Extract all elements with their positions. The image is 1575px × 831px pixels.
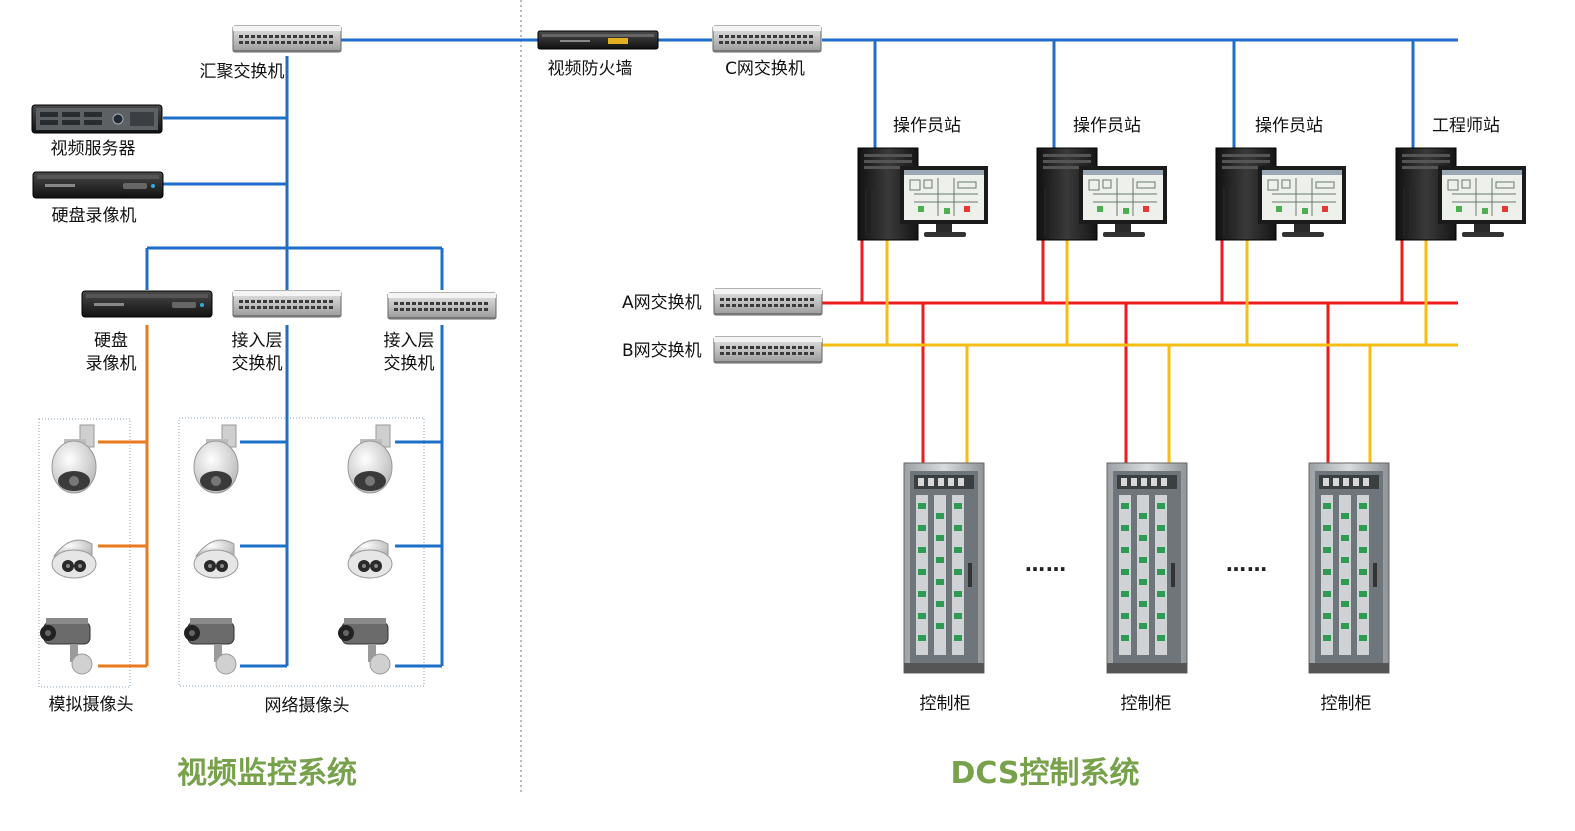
operator-station-1-label: 操作员站 <box>893 116 961 136</box>
access-switch-1-label-line1: 接入层 <box>231 331 283 351</box>
analog-camera-group-box <box>38 418 131 688</box>
operator-station-3-label: 操作员站 <box>1255 116 1323 136</box>
video-network-links <box>145 38 540 668</box>
engineer-station-icon <box>1395 147 1527 241</box>
video-system-title: 视频监控系统 <box>177 756 357 791</box>
nvr-left-label-line1: 硬盘 <box>94 331 128 351</box>
control-cabinet-1-icon <box>903 462 985 674</box>
network-turret-camera-2-icon <box>347 539 393 579</box>
network-turret-camera-1-icon <box>193 539 239 579</box>
video-server-icon <box>31 104 163 134</box>
network-dome-camera-1-icon <box>193 424 239 494</box>
control-cabinet-3-label: 控制柜 <box>1320 694 1372 714</box>
cabinet-ellipsis-2: …… <box>1226 552 1268 576</box>
operator-station-3-icon <box>1215 147 1347 241</box>
analog-dome-camera-icon <box>51 424 97 494</box>
operator-station-1-icon <box>857 147 989 241</box>
network-bullet-camera-1-icon <box>183 617 237 675</box>
access-switch-2-label-line1: 接入层 <box>383 331 435 351</box>
engineer-station-label: 工程师站 <box>1432 116 1500 136</box>
operator-station-2-icon <box>1036 147 1168 241</box>
nvr-left-label-line2: 录像机 <box>85 354 137 374</box>
analog-bullet-camera-icon <box>39 617 93 675</box>
video-firewall-icon <box>537 30 659 50</box>
control-cabinet-1-label: 控制柜 <box>919 694 971 714</box>
b-network-links <box>822 240 1458 466</box>
c-switch-icon <box>712 25 822 53</box>
network-camera-group-box <box>178 417 425 687</box>
a-switch-icon <box>713 288 823 316</box>
video-server-label: 视频服务器 <box>50 139 136 159</box>
nvr-top-label: 硬盘录像机 <box>51 206 137 226</box>
c-network-links <box>658 38 1458 148</box>
access-switch-1-icon <box>232 290 342 318</box>
b-switch-label: B网交换机 <box>622 341 702 361</box>
cabinet-ellipsis-1: …… <box>1025 552 1067 576</box>
control-cabinet-2-label: 控制柜 <box>1120 694 1172 714</box>
analog-camera-links <box>98 325 149 668</box>
access-switch-1-label-line2: 交换机 <box>231 354 283 374</box>
aggregation-switch-icon <box>232 25 342 53</box>
control-cabinet-3-icon <box>1308 462 1390 674</box>
control-cabinet-2-icon <box>1106 462 1188 674</box>
a-network-links <box>822 240 1458 466</box>
network-cameras-label: 网络摄像头 <box>264 696 350 716</box>
access-switch-2-icon <box>387 292 497 320</box>
a-switch-label: A网交换机 <box>622 293 702 313</box>
nvr-left-icon <box>81 290 213 318</box>
network-dome-camera-2-icon <box>347 424 393 494</box>
access-switch-2-label-line2: 交换机 <box>383 354 435 374</box>
b-switch-icon <box>713 336 823 364</box>
network-bullet-camera-2-icon <box>337 617 391 675</box>
aggregation-switch-label: 汇聚交换机 <box>199 62 285 82</box>
firewall-label: 视频防火墙 <box>547 59 633 79</box>
analog-cameras-label: 模拟摄像头 <box>48 695 134 715</box>
dcs-system-title: DCS控制系统 <box>950 756 1140 791</box>
analog-turret-camera-icon <box>51 539 97 579</box>
c-switch-label: C网交换机 <box>725 59 805 79</box>
nvr-top-icon <box>32 171 164 199</box>
operator-station-2-label: 操作员站 <box>1073 116 1141 136</box>
